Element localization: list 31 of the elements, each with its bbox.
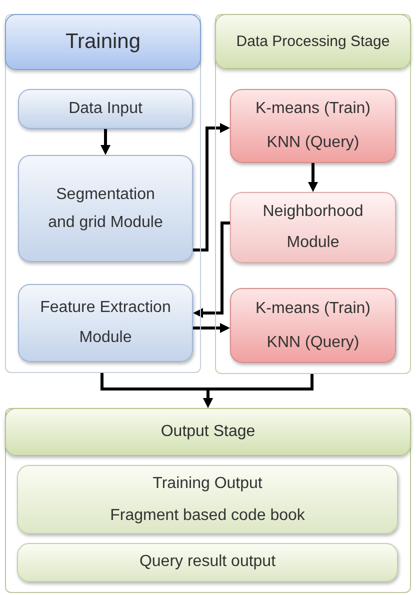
module-label: KNN (Query) [266,133,360,153]
module-box [17,543,398,582]
arrow [308,163,318,192]
stage-title: Data Processing Stage [236,33,390,50]
module-box [230,89,396,163]
module-label: Training Output [152,474,262,494]
stage-panel [5,408,411,593]
arrow [193,323,230,333]
module-label: Neighborhood Module [262,202,364,252]
module-box [18,284,193,362]
arrow [193,222,230,318]
module-label: KNN (Query) [266,332,360,352]
module-label: K-means (Train) [256,99,370,120]
module-box [230,288,396,363]
module-label: Segmentation and grid Module [47,184,164,232]
module-label: Fragment based code book [110,506,305,526]
arrow [203,374,314,408]
module-label: K-means (Train) [256,298,370,319]
module-box [18,155,193,262]
arrow [193,123,230,252]
module-label: Query result output [139,552,276,572]
module-box [230,192,396,263]
stage-title: Training [65,30,141,54]
module-box [18,89,193,129]
module-label: Data Input [68,98,142,119]
module-label: Feature Extraction Module [39,298,172,348]
module-box [17,465,398,534]
stage-panel [5,14,201,373]
arrow [100,129,110,155]
stage-title: Output Stage [160,423,256,441]
stage-panel [215,14,411,374]
